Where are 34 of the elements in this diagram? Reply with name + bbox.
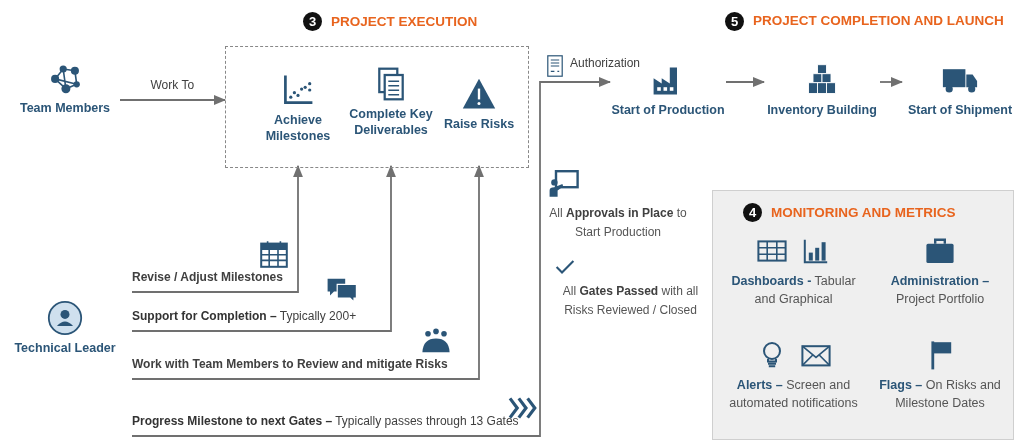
note-text: All Approvals in Place to Start Production <box>548 205 688 241</box>
arrow <box>131 164 304 293</box>
edge-label: Authorization <box>568 56 643 70</box>
step-text: Work with Team Members to Review and mitigate Risks <box>132 356 448 373</box>
node-label: Technical Leader <box>14 340 116 357</box>
arrow <box>879 76 904 88</box>
arrow <box>131 76 612 437</box>
feature-text: Dashboards - Tabular and Graphical <box>730 273 857 308</box>
node-label: Start of Shipment <box>907 102 1013 119</box>
monitoring-panel <box>712 190 1014 440</box>
number-badge: 4 <box>743 203 762 222</box>
step-text: Revise / Adjust Milestones <box>132 269 283 286</box>
arrow <box>131 164 485 380</box>
node-label: Inventory Building <box>767 102 877 119</box>
feature-text: Administration – Project Portfolio <box>889 273 991 308</box>
number-badge: 3 <box>303 12 322 31</box>
feature-text: Alerts – Screen and automated notifications <box>728 377 859 412</box>
node-label: Start of Production <box>611 102 725 119</box>
edge-label: Work To <box>148 78 197 92</box>
step-text: Progress Milestone to next Gates – Typically passes through 13 Gates <box>132 413 519 430</box>
number-badge: 5 <box>725 12 744 31</box>
feature-text: Flags – On Risks and Milestone Dates <box>878 377 1002 412</box>
section-heading: MONITORING AND METRICS <box>771 205 956 220</box>
section-heading: PROJECT COMPLETION AND LAUNCH <box>753 13 1004 28</box>
section-heading: PROJECT EXECUTION <box>331 14 478 29</box>
arrow <box>119 94 227 106</box>
node-label: Complete Key Deliverables <box>348 106 434 139</box>
node-label: Achieve Milestones <box>264 112 332 145</box>
arrow <box>131 164 397 332</box>
arrow <box>725 76 766 88</box>
note-text: All Gates Passed with all Risks Reviewed / Closed <box>561 283 700 319</box>
step-text: Support for Completion – Typically 200+ <box>132 308 357 325</box>
node-label: Team Members <box>19 100 111 117</box>
node-label: Raise Risks <box>443 116 515 133</box>
